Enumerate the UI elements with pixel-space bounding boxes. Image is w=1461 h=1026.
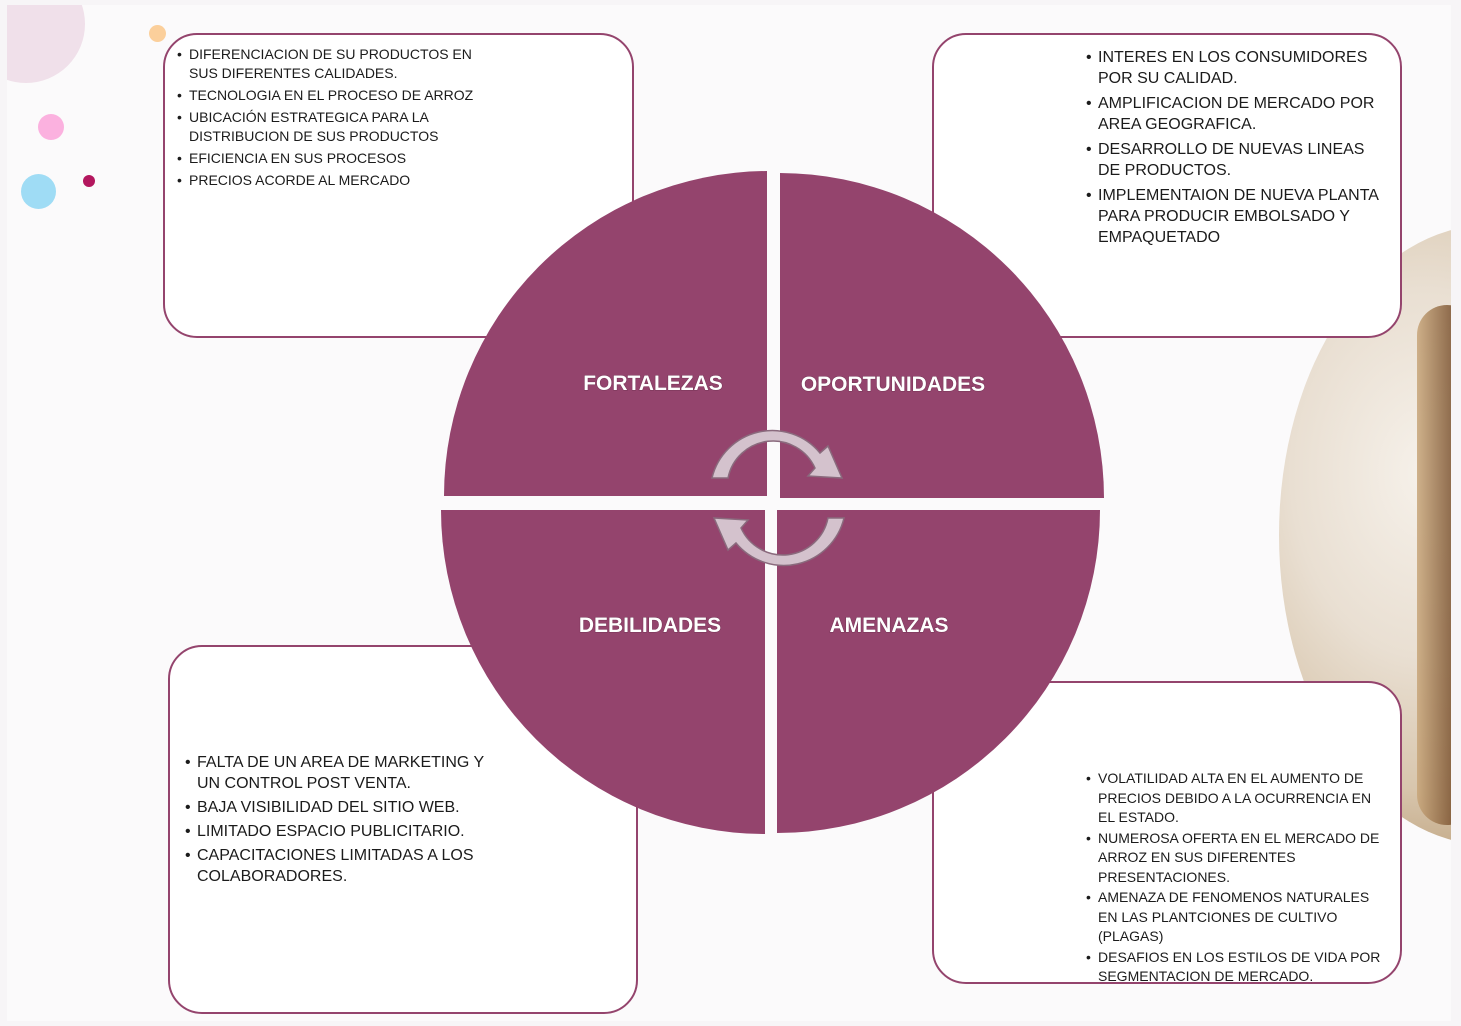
- fortalezas-label: FORTALEZAS: [583, 372, 723, 395]
- decorative-circle-pink: [38, 114, 64, 140]
- oportunidades-label: OPORTUNIDADES: [801, 373, 985, 396]
- debilidades-list: FALTA DE UN AREA DE MARKETING Y UN CONTR…: [185, 752, 490, 890]
- amenazas-list: VOLATILIDAD ALTA EN EL AUMENTO DE PRECIO…: [1086, 769, 1391, 988]
- debilidades-item: FALTA DE UN AREA DE MARKETING Y UN CONTR…: [185, 752, 490, 794]
- debilidades-item: CAPACITACIONES LIMITADAS A LOS COLABORAD…: [185, 845, 490, 887]
- debilidades-label: DEBILIDADES: [579, 614, 721, 637]
- oportunidades-list: INTERES EN LOS CONSUMIDORES POR SU CALID…: [1086, 47, 1386, 252]
- amenazas-quadrant: [777, 510, 1100, 833]
- amenazas-item: NUMEROSA OFERTA EN EL MERCADO DE ARROZ E…: [1086, 829, 1391, 888]
- debilidades-item: LIMITADO ESPACIO PUBLICITARIO.: [185, 821, 490, 842]
- debilidades-quadrant: [441, 510, 765, 834]
- amenazas-item: VOLATILIDAD ALTA EN EL AUMENTO DE PRECIO…: [1086, 769, 1391, 828]
- oportunidades-item: INTERES EN LOS CONSUMIDORES POR SU CALID…: [1086, 47, 1386, 89]
- decorative-circle-blue: [21, 174, 56, 209]
- fortalezas-item: TECNOLOGIA EN EL PROCESO DE ARROZ: [177, 86, 477, 105]
- decorative-circle-magenta: [83, 175, 95, 187]
- fortalezas-item: UBICACIÓN ESTRATEGICA PARA LA DISTRIBUCI…: [177, 108, 477, 146]
- oportunidades-quadrant: [780, 173, 1104, 498]
- oportunidades-item: IMPLEMENTAION DE NUEVA PLANTA PARA PRODU…: [1086, 185, 1386, 248]
- fortalezas-quadrant: [444, 171, 767, 496]
- cycle-arrow-bottom-icon: [712, 517, 845, 567]
- oportunidades-item: AMPLIFICACION DE MERCADO POR AREA GEOGRA…: [1086, 93, 1386, 135]
- amenazas-item: DESAFIOS EN LOS ESTILOS DE VIDA POR SEGM…: [1086, 948, 1391, 987]
- fortalezas-item: DIFERENCIACION DE SU PRODUCTOS EN SUS DI…: [177, 45, 477, 83]
- amenazas-item: AMENAZA DE FENOMENOS NATURALES EN LAS PL…: [1086, 888, 1391, 947]
- debilidades-item: BAJA VISIBILIDAD DEL SITIO WEB.: [185, 797, 490, 818]
- fortalezas-list: DIFERENCIACION DE SU PRODUCTOS EN SUS DI…: [177, 45, 477, 193]
- amenazas-label: AMENAZAS: [830, 614, 949, 637]
- cycle-arrow-top-icon: [711, 429, 844, 479]
- decorative-circle-orange: [149, 25, 166, 42]
- rice-bowl-rim: [1417, 305, 1451, 825]
- fortalezas-item: PRECIOS ACORDE AL MERCADO: [177, 171, 477, 190]
- fortalezas-item: EFICIENCIA EN SUS PROCESOS: [177, 149, 477, 168]
- oportunidades-item: DESARROLLO DE NUEVAS LINEAS DE PRODUCTOS…: [1086, 139, 1386, 181]
